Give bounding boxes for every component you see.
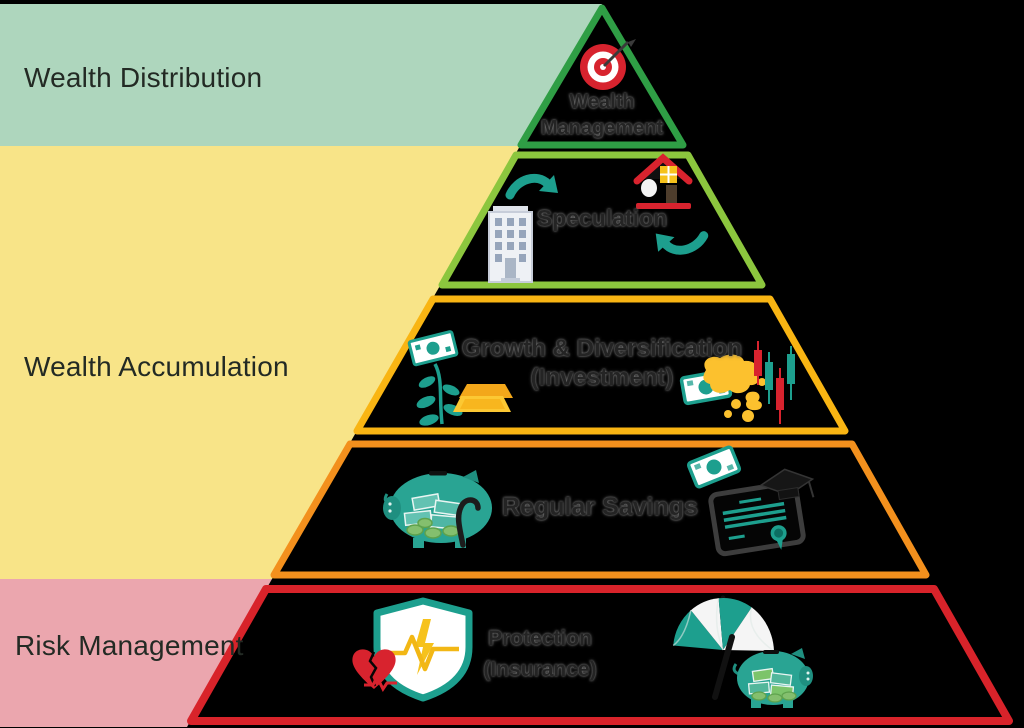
office-building-icon: [488, 206, 533, 283]
broken-heart-icon: [352, 649, 397, 692]
graduation-cap-icon: [759, 468, 815, 501]
band-label-wealth-accumulation: Wealth Accumulation: [24, 351, 289, 382]
level-label-line: (Investment): [530, 364, 674, 391]
band-wealth-distribution: [0, 4, 602, 146]
piggy-bank-icon: [732, 648, 813, 708]
level-label-line: Wealth: [569, 91, 635, 113]
target-icon: [580, 39, 636, 90]
piggy-bank-icon: [383, 470, 492, 548]
band-wealth-accumulation: [0, 146, 520, 579]
level-label-regular-savings: Regular Savings: [502, 493, 698, 521]
gold-bars-icon: [453, 384, 513, 412]
level-label-line: Protection: [488, 627, 592, 650]
level-label-growth-diversification: Growth & Diversification (Investment): [432, 334, 772, 392]
level-label-wealth-management: Wealth Management: [502, 89, 702, 141]
level-label-speculation: Speculation: [536, 205, 668, 231]
level-label-protection: Protection (Insurance): [440, 623, 640, 685]
house-icon: [633, 153, 693, 209]
level-label-line: (Insurance): [483, 658, 597, 681]
umbrella-icon: [672, 595, 775, 700]
level-label-line: Growth & Diversification: [461, 335, 743, 362]
level-label-line: Management: [540, 117, 664, 139]
band-label-risk-management: Risk Management: [15, 630, 244, 661]
candlestick-chart-icon: [754, 341, 795, 424]
world-map-icon: [703, 354, 766, 422]
band-label-wealth-distribution: Wealth Distribution: [24, 62, 263, 93]
certificate-icon: [708, 468, 815, 557]
band-risk-management: [0, 579, 272, 727]
